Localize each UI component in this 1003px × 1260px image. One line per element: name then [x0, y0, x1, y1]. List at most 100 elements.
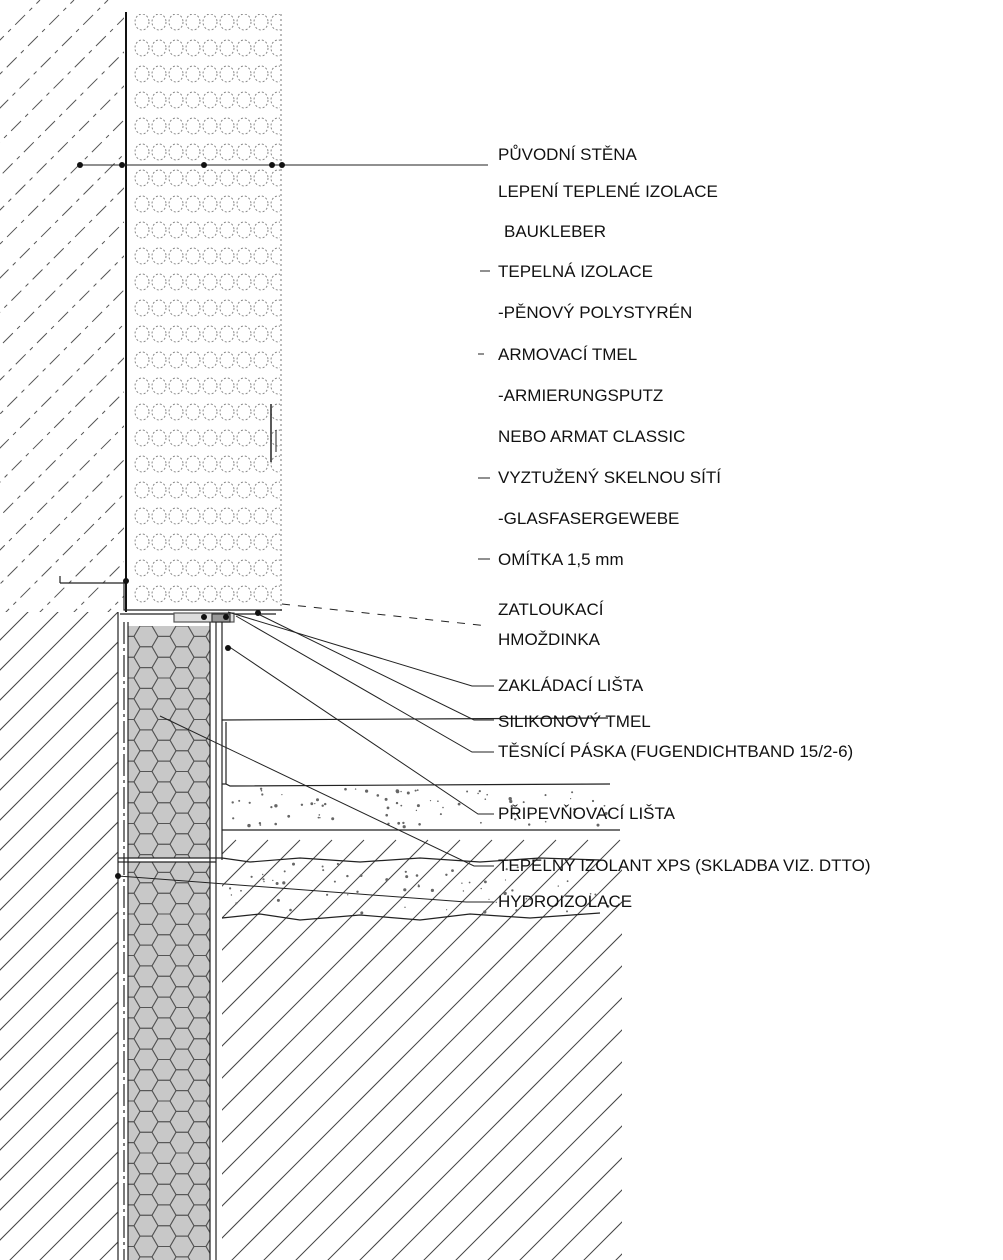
xps-cell	[205, 1134, 210, 1151]
label-xps: TEPELNÝ IZOLANT XPS (SKLADBA VIZ. DTTO)	[498, 856, 871, 875]
polystyrene-cell	[202, 429, 218, 447]
polystyrene-cell	[134, 585, 150, 603]
polystyrene-cell	[202, 221, 218, 239]
polystyrene-cell	[134, 143, 150, 161]
polystyrene-cell	[134, 429, 150, 447]
concrete-aggregate	[262, 873, 264, 876]
polystyrene-cell	[253, 65, 269, 83]
polystyrene-insulation	[134, 14, 280, 603]
polystyrene-cell	[151, 273, 167, 291]
xps-cell	[205, 1009, 210, 1026]
polystyrene-cell	[253, 143, 269, 161]
hatch-line	[0, 911, 118, 1031]
screed-grain	[248, 801, 251, 804]
screed-grain	[238, 799, 241, 802]
polystyrene-cell	[168, 39, 184, 57]
polystyrene-cell	[202, 195, 218, 213]
polystyrene-cell	[151, 65, 167, 83]
polystyrene-cell	[253, 403, 269, 421]
polystyrene-cell	[134, 117, 150, 135]
polystyrene-cell	[134, 559, 150, 577]
concrete-aggregate	[606, 905, 610, 908]
hatch-line	[0, 641, 118, 761]
polystyrene-cell	[219, 455, 235, 473]
polystyrene-cell	[185, 247, 201, 265]
polystyrene-cell	[185, 169, 201, 187]
label-armat-classic: NEBO ARMAT CLASSIC	[498, 427, 686, 446]
concrete-aggregate	[276, 898, 280, 902]
polystyrene-cell	[236, 559, 252, 577]
label-pripevnovaci-lista: PŘIPEVŇOVACÍ LIŠTA	[498, 804, 675, 823]
polystyrene-cell	[219, 195, 235, 213]
concrete-aggregate	[230, 894, 233, 896]
concrete-aggregate	[289, 908, 292, 912]
concrete-aggregate	[588, 903, 591, 906]
polystyrene-cell	[134, 507, 150, 525]
polystyrene-cell	[151, 585, 167, 603]
polystyrene-cell	[253, 325, 269, 343]
concrete-aggregate	[326, 893, 329, 896]
concrete-aggregate	[404, 906, 406, 908]
hatch-line	[222, 839, 621, 1239]
xps-cell	[205, 1030, 210, 1047]
hatch-line	[0, 0, 109, 109]
hatch-line	[222, 839, 525, 1143]
hatch-line	[222, 839, 493, 1111]
polystyrene-cell	[219, 351, 235, 369]
hatch-line	[327, 965, 622, 1260]
screed-grain	[260, 789, 263, 792]
xps-honeycomb-lower	[128, 862, 210, 1260]
polystyrene-cell	[168, 65, 184, 83]
screed-grain	[400, 804, 403, 807]
polystyrene-cell	[236, 273, 252, 291]
concrete-aggregate	[359, 874, 363, 877]
label-polystyren: -PĚNOVÝ POLYSTYRÉN	[498, 303, 693, 322]
xps-cell	[205, 1217, 210, 1234]
polystyrene-cell	[151, 91, 167, 109]
polystyrene-cell	[253, 533, 269, 551]
polystyrene-cell	[236, 585, 252, 603]
screed-grain	[232, 817, 235, 820]
concrete-aggregate	[480, 887, 482, 890]
polystyrene-cell	[168, 585, 184, 603]
polystyrene-cell	[168, 559, 184, 577]
polystyrene-cell	[185, 325, 201, 343]
concrete-aggregate	[516, 866, 519, 869]
concrete-aggregate	[403, 888, 407, 892]
hatch-line	[0, 701, 118, 821]
screed-grain	[603, 804, 606, 807]
polystyrene-cell	[168, 533, 184, 551]
polystyrene-cell	[151, 325, 167, 343]
hatch-line	[0, 221, 124, 347]
xps-cell	[205, 711, 210, 728]
hatch-line	[0, 1121, 118, 1241]
polystyrene-cell	[168, 299, 184, 317]
xps-cell	[205, 864, 210, 881]
xps-cell	[205, 1093, 210, 1109]
concrete-aggregate	[525, 897, 528, 900]
concrete-aggregate	[360, 911, 364, 915]
polystyrene-cell	[168, 117, 184, 135]
screed-grain	[386, 806, 390, 810]
polystyrene-cell	[202, 507, 218, 525]
polystyrene-cell	[168, 377, 184, 395]
hatch-line	[222, 839, 365, 983]
xps-cell	[205, 1238, 210, 1255]
screed-grain	[259, 824, 262, 826]
screed-grain	[270, 806, 273, 809]
screed-grain	[416, 804, 420, 808]
concrete-aggregate	[589, 893, 592, 895]
screed-grain	[331, 817, 335, 821]
polystyrene-cell	[134, 221, 150, 239]
polystyrene-cell	[168, 143, 184, 161]
polystyrene-cell	[236, 429, 252, 447]
polystyrene-cell	[151, 299, 167, 317]
concrete-aggregate	[515, 909, 518, 912]
polystyrene-cell	[134, 351, 150, 369]
polystyrene-cell	[236, 91, 252, 109]
hatch-line	[222, 839, 557, 1175]
screed-grain	[573, 811, 576, 813]
screed-grain	[274, 804, 278, 808]
concrete-aggregate	[417, 885, 420, 888]
polystyrene-cell	[168, 507, 184, 525]
